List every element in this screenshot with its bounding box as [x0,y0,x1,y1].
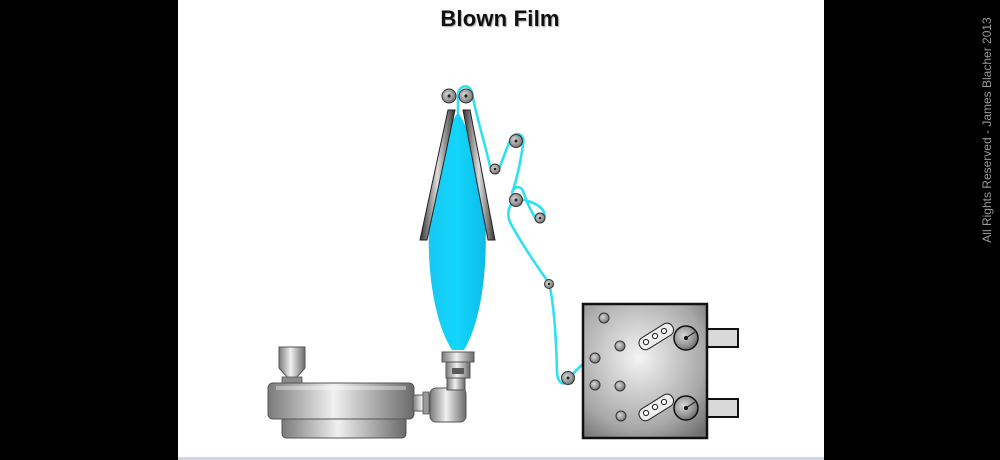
winder-arm-upper [638,322,675,351]
extruder-icon [267,382,415,439]
collapsing-frame-icon [419,109,496,241]
diagram-title: Blown Film [440,6,560,31]
winder-unit-icon [581,302,739,440]
winding-roll-icon [673,325,699,421]
nip-rollers-icon [441,88,474,104]
idler-rollers-icon [489,134,575,385]
winder-arm-lower [638,393,675,422]
hopper-icon [278,346,306,384]
elbow-adapter-icon [412,377,467,423]
film-bubble-icon [428,112,486,350]
blown-film-die-icon [441,351,475,379]
